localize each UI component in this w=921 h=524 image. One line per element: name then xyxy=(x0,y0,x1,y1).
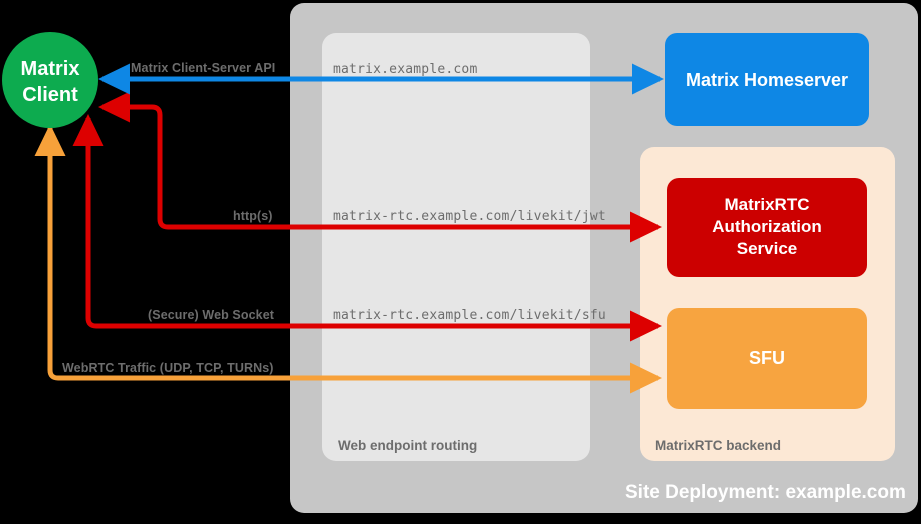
connector-web-socket xyxy=(72,113,663,342)
node-matrixrtc-authorization-service-label: MatrixRTC Authorization Service xyxy=(712,195,822,258)
node-matrixrtc-authorization-service[interactable] xyxy=(667,178,867,277)
connector-https-label: http(s) xyxy=(233,209,273,223)
endpoint-matrix-example-com: matrix.example.com xyxy=(333,62,478,77)
connector-webrtc-traffic-label: WebRTC Traffic (UDP, TCP, TURNs) xyxy=(62,361,274,375)
connector-https xyxy=(97,91,663,243)
node-sfu[interactable] xyxy=(667,308,867,409)
node-matrix-client[interactable] xyxy=(2,32,98,128)
connector-client-server-api-label: Matrix Client-Server API xyxy=(131,61,276,75)
endpoint-livekit-sfu: matrix-rtc.example.com/livekit/sfu xyxy=(333,308,606,323)
node-matrix-client-label: Matrix Client xyxy=(20,58,80,106)
group-matrixrtc-backend-label: MatrixRTC backend xyxy=(655,438,782,453)
connector-web-socket-label: (Secure) Web Socket xyxy=(148,308,275,322)
site-deployment-label: Site Deployment: example.com xyxy=(625,482,906,503)
group-web-endpoint-routing-label: Web endpoint routing xyxy=(338,438,478,453)
connector-webrtc-traffic xyxy=(34,123,663,394)
group-web-endpoint-routing xyxy=(322,33,590,461)
node-sfu-label: SFU xyxy=(749,348,785,368)
endpoint-livekit-jwt: matrix-rtc.example.com/livekit/jwt xyxy=(333,209,606,224)
node-matrix-homeserver[interactable] xyxy=(665,33,869,126)
node-matrix-homeserver-label: Matrix Homeserver xyxy=(685,70,849,90)
